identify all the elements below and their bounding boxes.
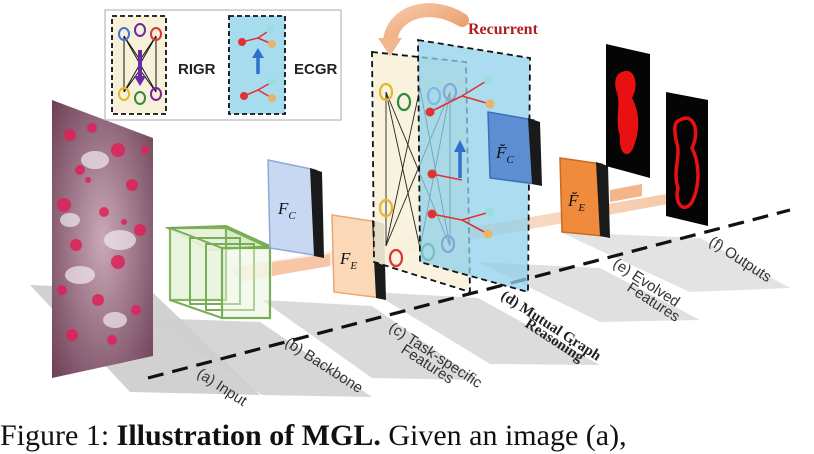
input-image	[52, 100, 153, 378]
svg-text:FC: FC	[277, 199, 296, 222]
backbone-arrow	[272, 254, 330, 276]
svg-text:F̆C: F̆C	[495, 143, 514, 166]
caption-rest: Given an image (a),	[388, 419, 627, 452]
ecgr-legend-graph	[228, 15, 286, 115]
evolved-fe-symbol: F̆	[567, 191, 579, 210]
evolved-fe-subscript: E	[577, 202, 585, 214]
svg-text:F̆E: F̆E	[567, 191, 585, 214]
ecgr-label: ECGR	[294, 61, 338, 78]
fe-subscript: E	[349, 260, 357, 272]
output-mask-edge	[666, 92, 708, 226]
evolved-fc-symbol: F̆	[495, 143, 507, 162]
ecgr-graph-panel	[417, 38, 531, 294]
evolved-fe-block: F̆E	[559, 157, 610, 238]
fe-symbol: F	[339, 249, 351, 268]
dashed-axis-line	[147, 208, 791, 380]
caption-prefix: Figure 1:	[0, 419, 110, 452]
feature-fc-block: FC	[267, 159, 324, 258]
fc-subscript: C	[288, 210, 296, 222]
evolved-fc-subscript: C	[506, 154, 514, 166]
rigr-legend-graph	[111, 15, 167, 115]
output-arrow	[610, 184, 642, 202]
recurrent-arrow	[378, 3, 469, 56]
fc-symbol: F	[277, 199, 289, 218]
rigr-label: RIGR	[178, 61, 216, 78]
output-mask-saliency	[606, 44, 650, 178]
evolved-fc-block: F̆C	[487, 111, 542, 186]
svg-text:FE: FE	[339, 249, 357, 272]
figure-caption: Figure 1: Illustration of MGL. Given an …	[0, 418, 814, 454]
recurrent-label: Recurrent	[468, 21, 539, 38]
backbone-cube	[164, 224, 272, 320]
caption-bold: Illustration of MGL.	[116, 419, 381, 452]
legend-box: RIGR ECGR	[104, 9, 342, 121]
